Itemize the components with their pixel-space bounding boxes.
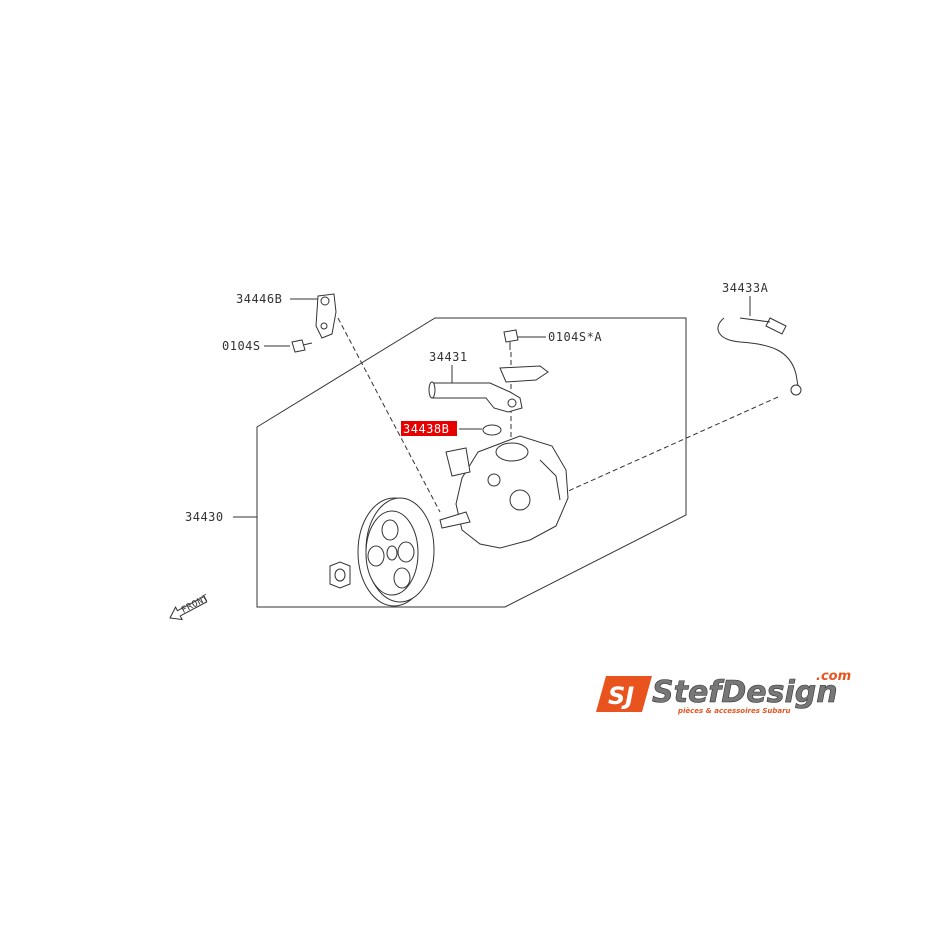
logo-tagline: pièces & accessoires Subaru xyxy=(677,707,791,715)
pipe-part xyxy=(428,365,549,413)
label-pump: 34430 xyxy=(185,510,224,524)
label-bracket: 34446B xyxy=(236,292,282,306)
oring-label-highlight xyxy=(401,421,457,436)
brand-logo: SJ StefDesign .com pièces & accessoires … xyxy=(596,669,851,715)
label-hose: 34433A xyxy=(722,281,769,295)
front-arrow: FRONT xyxy=(169,593,211,621)
dash-hose-to-pump xyxy=(565,396,779,493)
assembly-outline xyxy=(256,317,687,608)
logo-domain: .com xyxy=(816,669,851,684)
logo-brand: StefDesign xyxy=(652,675,838,710)
bolt-left-part xyxy=(291,339,313,353)
label-bolt-top: 0104S*A xyxy=(548,330,602,344)
dash-bracket-to-pump xyxy=(337,317,441,513)
label-oring: 34438B xyxy=(403,422,449,436)
label-pipe: 34431 xyxy=(429,350,468,364)
front-label: FRONT xyxy=(180,593,211,616)
nut-part xyxy=(329,561,351,589)
oring-part xyxy=(482,424,502,436)
logo-mark xyxy=(596,676,652,712)
bracket-part xyxy=(315,293,337,339)
label-bolt-left: 0104S xyxy=(222,339,261,353)
pump-body-part xyxy=(439,435,569,549)
logo-mark-text: SJ xyxy=(608,682,634,710)
hose-part xyxy=(717,317,802,396)
pulley-part xyxy=(357,497,435,607)
bolt-top-part xyxy=(503,329,519,350)
